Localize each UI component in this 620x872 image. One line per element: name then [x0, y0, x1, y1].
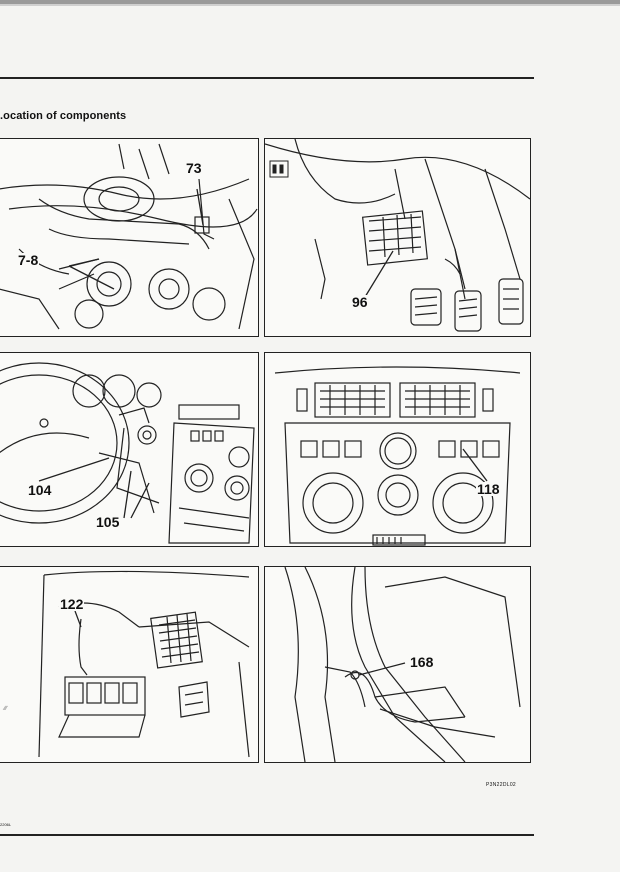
margin-smudge: ∕∕∕	[4, 706, 8, 712]
panel-center-console: 118	[264, 352, 531, 547]
panel-pedal-box: 96	[264, 138, 531, 337]
panel-steering-column: 104 105	[0, 352, 259, 547]
callout-96: 96	[351, 294, 369, 310]
passenger-footwell-illustration	[38, 570, 250, 758]
scan-edge-shadow	[0, 4, 620, 6]
callout-7-8: 7-8	[17, 252, 40, 268]
callout-168: 168	[409, 654, 435, 670]
panel-passenger-footwell: 122	[0, 566, 259, 763]
engine-bay-illustration	[0, 143, 258, 330]
page-id: 2206L	[0, 822, 12, 827]
callout-104: 104	[27, 482, 53, 498]
steering-column-illustration	[0, 362, 255, 544]
panel-engine-bay: 73 7-8	[0, 138, 259, 337]
callout-73: 73	[185, 160, 203, 176]
callout-118: 118	[476, 481, 501, 497]
panel-rear-pillar: 168	[264, 566, 531, 763]
footer-rule	[0, 834, 534, 836]
pedal-box-illustration	[265, 139, 530, 332]
rear-pillar-illustration	[284, 567, 521, 762]
header-rule	[0, 77, 534, 79]
callout-122: 122	[59, 596, 85, 612]
callout-105: 105	[95, 514, 121, 530]
scan-edge	[0, 0, 620, 4]
figure-code: P3N22DL02	[486, 782, 516, 788]
center-console-illustration	[274, 366, 521, 546]
section-title: .ocation of components	[0, 110, 127, 122]
